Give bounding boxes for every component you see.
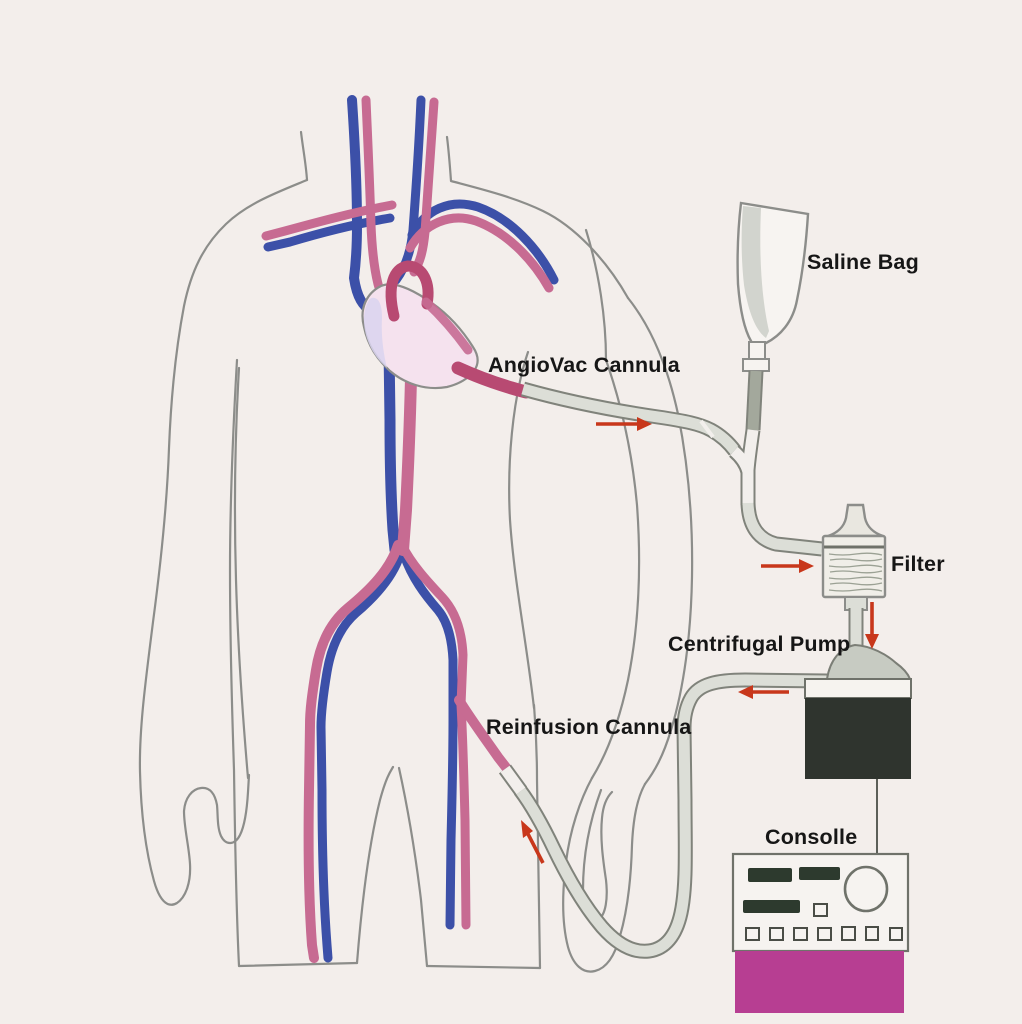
venous-system <box>263 95 559 963</box>
left-shoulder-arm-hand <box>138 178 309 906</box>
right-atrium-shading <box>364 297 387 368</box>
label-saline-bag: Saline Bag <box>807 250 919 274</box>
bag-connector-flange <box>742 358 770 372</box>
left-leg-cut-line <box>237 961 359 968</box>
console <box>731 852 910 1013</box>
filter <box>821 503 887 650</box>
right-leg-cut-line <box>425 964 542 970</box>
inferior-vena-cava <box>383 342 401 556</box>
right-leg-outer-line <box>532 703 542 970</box>
right-pect-line <box>584 228 608 362</box>
centrifugal-pump <box>804 643 912 854</box>
right-iliac-femoral-artery <box>397 540 471 930</box>
right-subclavian-artery <box>405 213 554 293</box>
label-centrifugal-pump: Centrifugal Pump <box>668 632 851 656</box>
bag-spike <box>748 341 766 361</box>
filter-mesh-lines <box>828 552 883 592</box>
cannula-joint <box>699 419 715 439</box>
neck-left-line <box>299 130 309 182</box>
right-iliac-femoral-vein <box>399 550 458 930</box>
console-knob <box>843 865 889 913</box>
console-button-row <box>745 926 903 941</box>
pump-motor-housing <box>805 698 911 779</box>
flow-arrows <box>521 417 879 864</box>
aortic-arch <box>385 260 434 322</box>
descending-aorta <box>397 372 417 556</box>
console-display-bar-2 <box>799 867 840 880</box>
console-small-button <box>813 903 828 917</box>
filter-outflow-arrow <box>865 602 879 649</box>
torso-left-and-leg <box>228 358 241 968</box>
left-leg-inner-line <box>355 765 395 965</box>
label-reinfusion-cannula: Reinfusion Cannula <box>486 715 692 739</box>
console-display-bar-1 <box>748 868 792 882</box>
left-iliac-femoral-vein <box>316 550 405 963</box>
reinfusion-flow-arrow <box>521 820 545 864</box>
cannula-intravascular-segment <box>451 361 533 399</box>
pump-dome <box>825 643 912 680</box>
pump-outflow-arrow <box>738 685 789 699</box>
pulmonary-trunk <box>421 297 473 355</box>
angiovac-flow-arrow <box>596 417 652 431</box>
left-subclavian-vein <box>263 213 395 252</box>
angiovac-cannula <box>451 361 735 451</box>
bag-shading <box>741 206 769 338</box>
saline-bag <box>736 201 810 430</box>
left-arm-inner-line <box>233 366 250 780</box>
right-hand-inner-line <box>581 788 614 923</box>
label-console: Consolle <box>765 825 858 849</box>
console-display-bar-3 <box>743 900 800 913</box>
arterial-system <box>261 95 554 963</box>
label-filter: Filter <box>891 552 945 576</box>
left-subclavian-artery <box>261 200 397 241</box>
filter-inflow-arrow <box>761 559 814 573</box>
heart <box>361 260 479 390</box>
femoral-access-branch <box>454 695 513 775</box>
console-body <box>735 951 904 1013</box>
right-carotid-artery <box>409 97 439 277</box>
neck-right-shoulder <box>445 135 630 300</box>
torso-right-waist-line <box>508 350 536 710</box>
filter-funnel <box>827 503 884 538</box>
left-iliac-femoral-artery <box>303 540 403 963</box>
y-connector <box>734 430 822 549</box>
pump-collar <box>804 678 912 699</box>
right-leg-inner-line <box>397 766 429 968</box>
left-jugular-vein <box>347 95 377 317</box>
right-arm-outer-line <box>626 296 694 786</box>
label-angiovac-cannula: AngioVac Cannula <box>488 353 680 377</box>
